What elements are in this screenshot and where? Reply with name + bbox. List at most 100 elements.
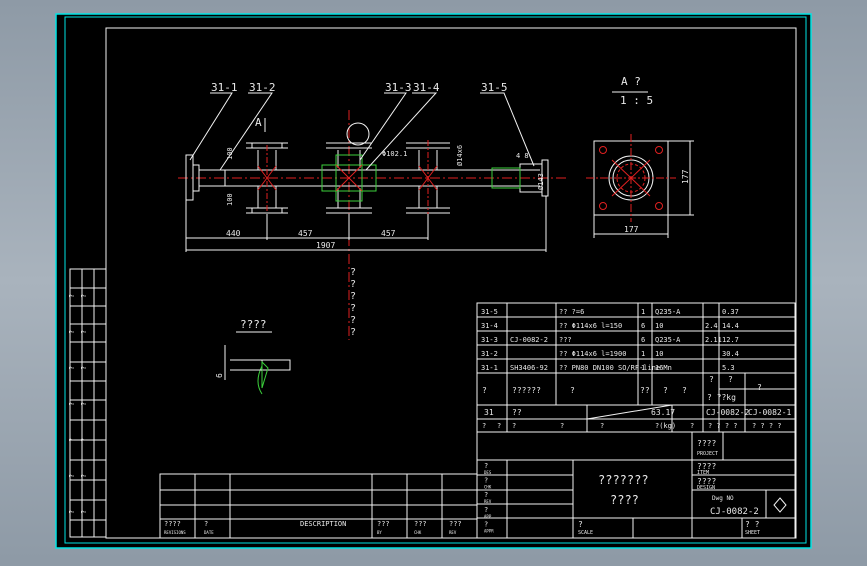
dim-1907: 1907: [316, 241, 335, 250]
pipe-assembly-elevation: 31-1 31-2 31-3 31-4 31-5 A 100 100 Φ102.…: [178, 81, 568, 340]
bom-cell-mat: 10: [655, 350, 663, 358]
leader-label-31-2: 31-2: [249, 81, 276, 94]
assy-label: ? ? ? ?: [752, 422, 782, 430]
bom-cell-total: 30.4: [722, 350, 739, 358]
bom-cell-qty: 1: [641, 350, 645, 358]
bom-cell-total: 12.7: [722, 336, 739, 344]
assy-label: ?: [560, 422, 564, 430]
bom-header-no: ?: [482, 386, 487, 395]
bom-cell-qty: 1: [641, 308, 645, 316]
side-label: ?: [68, 294, 76, 298]
assy-label: ?: [600, 422, 604, 430]
side-label: ?: [80, 402, 88, 406]
bom-cell-code: SH3406-92: [510, 364, 548, 372]
dim-177-w: 177: [624, 225, 639, 234]
axis-mark: ?: [350, 291, 356, 302]
bom-cell-no: 31-4: [481, 322, 498, 330]
bom-cell-mat: 16Mn: [655, 364, 672, 372]
reducer-31-5: [491, 167, 521, 189]
dim-48: 4 8: [516, 152, 529, 160]
leader-label-31-3: 31-3: [385, 81, 412, 94]
bom-header-row: ? ?????? ? ?? ? ? ? ? ? ? ??kg: [482, 375, 762, 402]
assy-label: ?: [512, 422, 516, 430]
title-block-roles: ?DES?CHK?REV?APP?APPR: [484, 462, 494, 533]
role-label-en: APP: [484, 514, 492, 519]
bom-cell-no: 31-5: [481, 308, 498, 316]
bom-cell-no: 31-1: [481, 364, 498, 372]
bom-cell-no: 31-2: [481, 350, 498, 358]
axis-marks: ??????: [350, 267, 356, 338]
sheet-border: [55, 13, 812, 549]
dim-vert-2: Ø143: [537, 173, 545, 190]
project-label: ????: [697, 439, 716, 448]
view-a-scale: 1 : 5: [620, 94, 653, 107]
assy-code-2: CJ-0082-1: [748, 408, 792, 417]
dwg-no: CJ-0082-2: [710, 507, 759, 517]
dimension-lines: [185, 196, 547, 252]
bom-cell-unit: 2.4: [705, 322, 718, 330]
item-label-en: ITEM: [697, 470, 709, 476]
drawing-subtitle: ????: [610, 493, 639, 507]
bom-header-kg: ? ??kg: [707, 393, 736, 402]
bom-assembly-labels: ??????(kg)?? ? ? ?? ? ? ?: [482, 422, 782, 430]
bom-header-code: ??????: [512, 386, 541, 395]
dim-457-b: 457: [381, 229, 396, 238]
title-block: ???? PROJECT ???? ITEM ???? DESIGN ?????…: [578, 439, 787, 536]
detail-circle: [346, 122, 370, 146]
side-label: ?: [80, 366, 88, 370]
dim-100-b: 100: [226, 193, 234, 206]
side-label: ?: [80, 330, 88, 334]
revision-header: ???: [414, 520, 427, 528]
leader-label-31-1: 31-1: [211, 81, 238, 94]
bom-cell-unit: 2.11: [705, 336, 722, 344]
revision-header-en: DATE: [204, 530, 214, 535]
axis-mark: ?: [350, 267, 356, 278]
assy-label: ?: [497, 422, 501, 430]
side-label: ?: [68, 366, 76, 370]
revision-header: ???: [377, 520, 390, 528]
design-label: ????: [697, 477, 716, 486]
bom-cell-name: ?? Φ114x6 l=1900: [559, 350, 626, 358]
scale-label-en: SCALE: [578, 530, 593, 536]
revision-header-en: REVISIONS: [164, 530, 186, 535]
dim-phi: Φ102.1: [382, 150, 407, 158]
title-block-grid: [476, 431, 796, 539]
role-label: ?: [484, 491, 488, 499]
bom-header-name: ?: [570, 386, 575, 395]
bom-cell-total: 14.4: [722, 322, 739, 330]
side-label: ?: [68, 510, 76, 514]
dim-vert-1: Ø14x6: [456, 145, 464, 166]
bom-header-total: ?: [757, 383, 762, 392]
drawing-title: ???????: [598, 473, 649, 487]
assy-label: ? ? ? ?: [708, 422, 738, 430]
bom-cell-no: 31-3: [481, 336, 498, 344]
side-label: ?: [68, 474, 76, 478]
leader-lines: [189, 92, 535, 171]
bom-cell-name: ?? ?=6: [559, 308, 584, 316]
project-label-en: PROJECT: [697, 451, 718, 457]
weld-detail: ???? 6: [215, 318, 291, 395]
bom-cell-total: 0.37: [722, 308, 739, 316]
assy-name: ??: [512, 408, 522, 417]
revision-header-en: BY: [377, 530, 382, 535]
revision-header: DESCRIPTION: [300, 520, 346, 528]
scale-label: ?: [578, 520, 583, 529]
side-table-labels: ??????????????: [68, 294, 88, 514]
assy-weight: 63.17: [651, 408, 675, 417]
axis-mark: ?: [350, 327, 356, 338]
axis-mark: ?: [350, 315, 356, 326]
reinforcing-ring: [321, 164, 377, 192]
view-a-flange-plate: A ? 1 : 5 177 177: [586, 75, 694, 238]
revision-header-en: REV: [449, 530, 457, 535]
detail-dim: 6: [215, 373, 224, 378]
bom-cell-qty: 6: [641, 336, 645, 344]
item-label: ????: [697, 462, 716, 471]
bom-assembly-row: 31 ?? 63.17 CJ-0082-2 CJ-0082-1: [484, 408, 792, 417]
dim-440: 440: [226, 229, 241, 238]
dim-457-a: 457: [298, 229, 313, 238]
side-label: ?: [80, 438, 88, 442]
bom-cell-mat: Q235-A: [655, 308, 681, 316]
side-table: [69, 268, 107, 538]
